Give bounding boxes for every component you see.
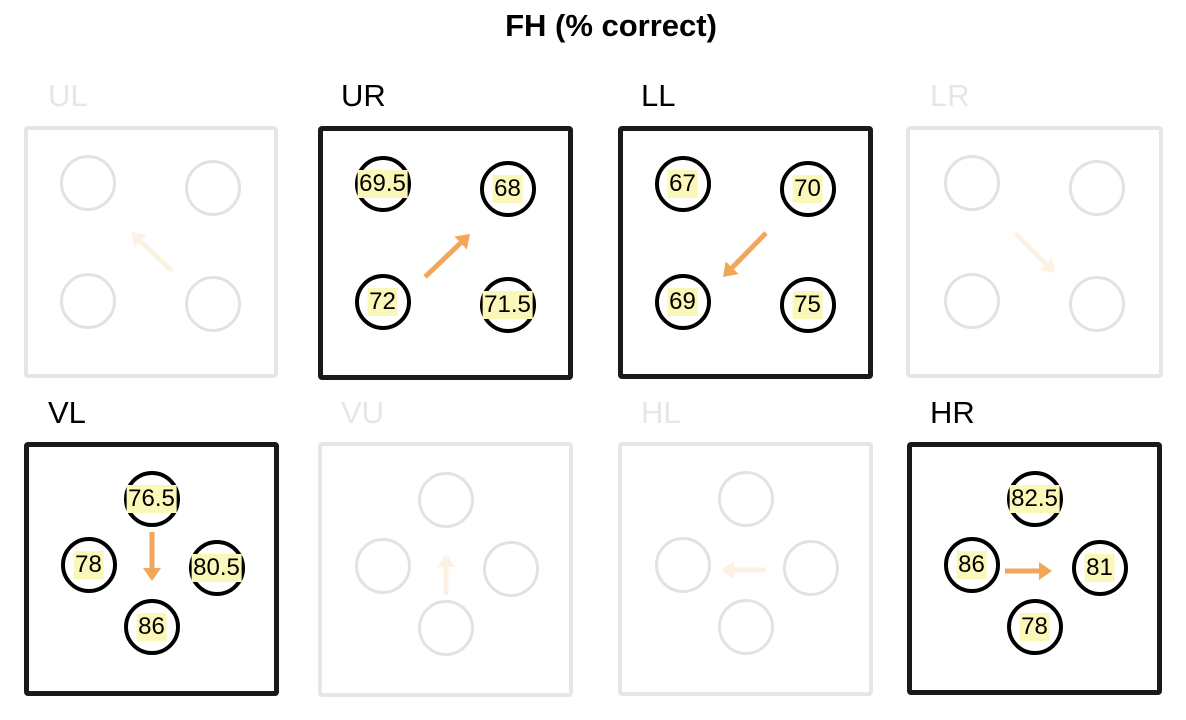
stimulus-circle bbox=[185, 160, 241, 216]
accuracy-value: 75 bbox=[792, 290, 823, 319]
direction-arrow-icon bbox=[1012, 231, 1055, 273]
accuracy-value: 86 bbox=[956, 550, 987, 579]
accuracy-value: 78 bbox=[1019, 612, 1050, 641]
panel-box-ll bbox=[618, 126, 873, 379]
panel-label-ur: UR bbox=[341, 78, 386, 113]
stimulus-circle bbox=[654, 537, 711, 593]
accuracy-value: 78 bbox=[73, 551, 104, 579]
direction-arrow-icon bbox=[131, 232, 174, 273]
accuracy-value: 86 bbox=[136, 613, 167, 641]
stimulus-circle bbox=[717, 471, 774, 527]
panel-box-vl bbox=[24, 442, 279, 696]
stimulus-circle bbox=[60, 155, 116, 211]
direction-arrow-icon bbox=[722, 230, 768, 277]
stimulus-circle bbox=[943, 273, 1000, 329]
panel-label-hr: HR bbox=[930, 395, 975, 430]
direction-arrow-icon bbox=[1004, 561, 1052, 580]
stimulus-circle bbox=[123, 599, 180, 655]
panel-label-lr: LR bbox=[930, 78, 970, 113]
stimulus-circle bbox=[185, 276, 241, 332]
accuracy-value: 71.5 bbox=[482, 291, 533, 319]
stimulus-circle bbox=[417, 471, 474, 528]
accuracy-value: 82.5 bbox=[1009, 484, 1060, 513]
stimulus-circle bbox=[482, 540, 539, 597]
panel-label-vu: VU bbox=[341, 395, 385, 430]
accuracy-value: 68 bbox=[492, 175, 523, 203]
stimulus-circle bbox=[943, 536, 1000, 593]
accuracy-value: 80.5 bbox=[191, 554, 242, 582]
stimulus-circle bbox=[354, 537, 411, 594]
accuracy-value: 70 bbox=[792, 174, 823, 203]
panel-label-ul: UL bbox=[48, 78, 88, 113]
panel-box-hr bbox=[907, 442, 1162, 695]
accuracy-value: 69.5 bbox=[357, 170, 408, 198]
accuracy-value: 72 bbox=[367, 288, 398, 316]
stimulus-circle bbox=[60, 273, 116, 329]
panel-label-ll: LL bbox=[641, 78, 676, 113]
figure-title: FH (% correct) bbox=[505, 8, 717, 43]
direction-arrow-icon bbox=[720, 561, 766, 579]
stimulus-circle bbox=[943, 155, 1000, 211]
accuracy-value: 67 bbox=[667, 169, 698, 198]
stimulus-circle bbox=[717, 599, 774, 655]
stimulus-circle bbox=[1068, 160, 1125, 216]
accuracy-value: 69 bbox=[667, 287, 698, 316]
stimulus-circle bbox=[782, 540, 839, 596]
panel-label-vl: VL bbox=[48, 395, 86, 430]
accuracy-value: 76.5 bbox=[126, 485, 177, 513]
direction-arrow-icon bbox=[436, 553, 455, 595]
panel-label-hl: HL bbox=[641, 395, 681, 430]
direction-arrow-icon bbox=[142, 532, 161, 581]
panel-box-ul bbox=[24, 126, 278, 378]
panel-box-ur bbox=[318, 126, 573, 380]
panel-box-lr bbox=[906, 126, 1163, 378]
direction-arrow-icon bbox=[422, 234, 470, 279]
stimulus-circle bbox=[417, 599, 474, 656]
stimulus-circle bbox=[1071, 539, 1128, 596]
panel-box-vu bbox=[318, 442, 573, 697]
panel-box-hl bbox=[618, 442, 873, 696]
stimulus-circle bbox=[1068, 276, 1125, 332]
accuracy-value: 81 bbox=[1084, 553, 1115, 582]
